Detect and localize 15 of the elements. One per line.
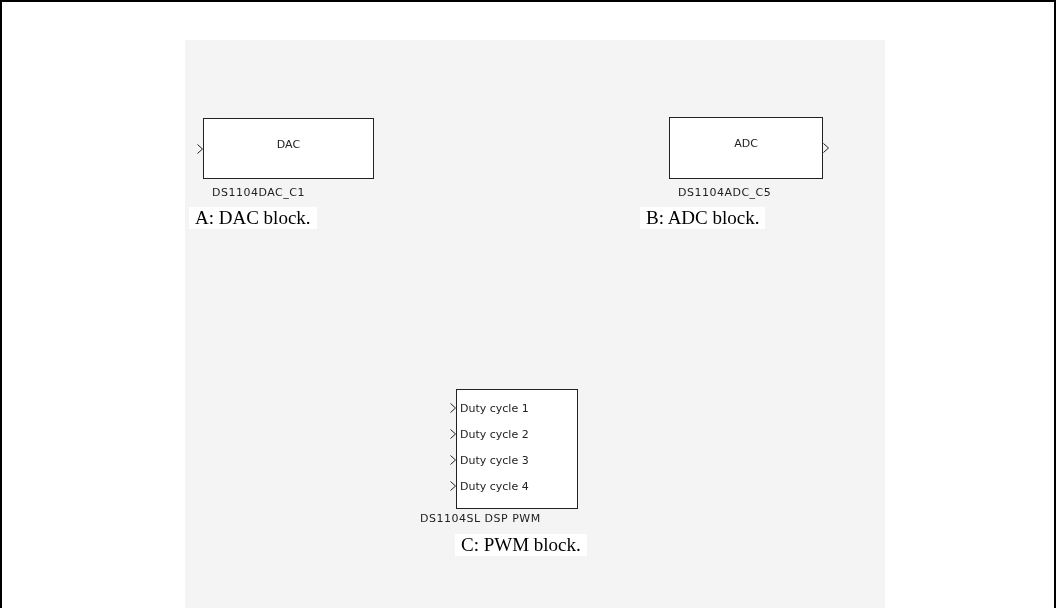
port-label: Duty cycle 1 <box>460 402 529 415</box>
caption: C: PWM block. <box>455 534 587 556</box>
block-label: ADC <box>733 137 759 150</box>
port-label: Duty cycle 4 <box>460 480 529 493</box>
block-name: DS1104ADC_C5 <box>678 186 772 199</box>
block-name: DS1104SL DSP PWM <box>420 512 541 525</box>
caption: A: DAC block. <box>189 207 317 229</box>
caption: B: ADC block. <box>640 207 766 229</box>
block-name: DS1104DAC_C1 <box>212 186 305 199</box>
port-label: Duty cycle 2 <box>460 428 529 441</box>
port-label: Duty cycle 3 <box>460 454 529 467</box>
function-block <box>203 118 374 179</box>
function-block <box>669 117 823 179</box>
block-label: DAC <box>275 137 302 151</box>
function-block <box>456 389 578 509</box>
